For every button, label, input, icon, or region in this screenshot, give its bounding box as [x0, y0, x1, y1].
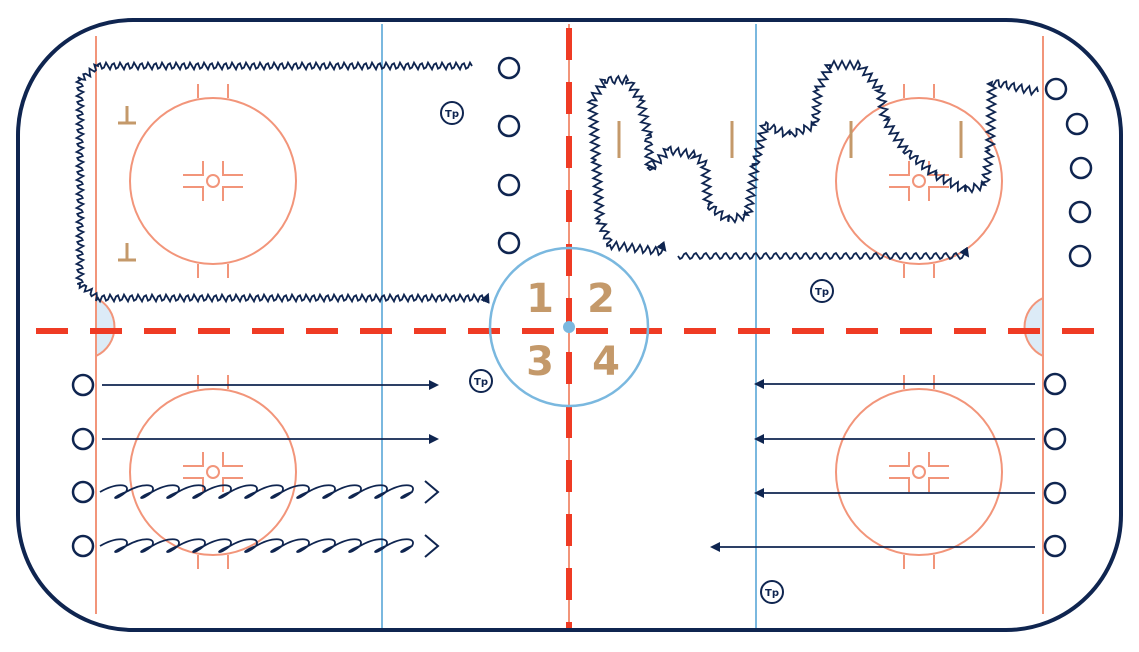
tp-marker: Tp	[810, 279, 834, 303]
player-circle-icon	[497, 173, 521, 197]
player-circle-icon	[1065, 112, 1089, 136]
svg-text:Tp: Tp	[765, 588, 779, 599]
faceoff-dot	[206, 465, 220, 479]
player-circle-icon	[1068, 244, 1092, 268]
player-circle-icon	[1043, 427, 1067, 451]
svg-text:Tp: Tp	[474, 377, 488, 388]
faceoff-circle	[835, 375, 1003, 569]
backward-skate-path	[99, 538, 414, 553]
zone-number-1: 1	[526, 276, 554, 322]
player-circle-icon	[1043, 534, 1067, 558]
cone-markers	[118, 106, 963, 262]
faceoff-dot	[912, 465, 926, 479]
svg-text:Tp: Tp	[815, 287, 829, 298]
zone-number-2: 2	[587, 276, 615, 322]
player-circle-icon	[1069, 156, 1093, 180]
wavy-skate-path	[74, 60, 490, 304]
player-circle-icon	[1044, 77, 1068, 101]
players	[71, 56, 1093, 558]
player-circle-icon	[1043, 481, 1067, 505]
center-circle	[488, 246, 650, 408]
player-circle-icon	[497, 231, 521, 255]
faceoff-circle	[129, 84, 297, 278]
center-dot-icon	[563, 321, 575, 333]
wavy-skate-path	[586, 58, 1039, 257]
faceoff-circle	[835, 84, 1003, 278]
player-circle-icon	[497, 114, 521, 138]
tp-marker: Tp	[469, 369, 493, 393]
wavy-skate-path	[677, 246, 970, 261]
zone-number-3: 3	[526, 339, 554, 385]
tp-marker: Tp	[760, 580, 784, 604]
player-circle-icon	[71, 373, 95, 397]
player-circle-icon	[71, 427, 95, 451]
tp-marker: Tp	[440, 101, 464, 125]
cone-marker-icon	[118, 243, 136, 262]
faceoff-circle	[129, 375, 297, 569]
arrow-head-icon	[424, 534, 440, 558]
skating-paths	[74, 58, 1039, 558]
faceoff-dot	[912, 174, 926, 188]
player-circle-icon	[1068, 200, 1092, 224]
player-circle-icon	[1043, 372, 1067, 396]
player-circle-icon	[497, 56, 521, 80]
zone-number-4: 4	[592, 339, 620, 385]
cone-marker-icon	[118, 106, 136, 125]
svg-text:Tp: Tp	[445, 109, 459, 120]
faceoff-dot	[206, 174, 220, 188]
faceoff-circles	[129, 84, 1003, 569]
player-circle-icon	[71, 534, 95, 558]
backward-skate-path	[99, 484, 414, 499]
arrow-head-icon	[424, 480, 440, 504]
player-circle-icon	[71, 480, 95, 504]
